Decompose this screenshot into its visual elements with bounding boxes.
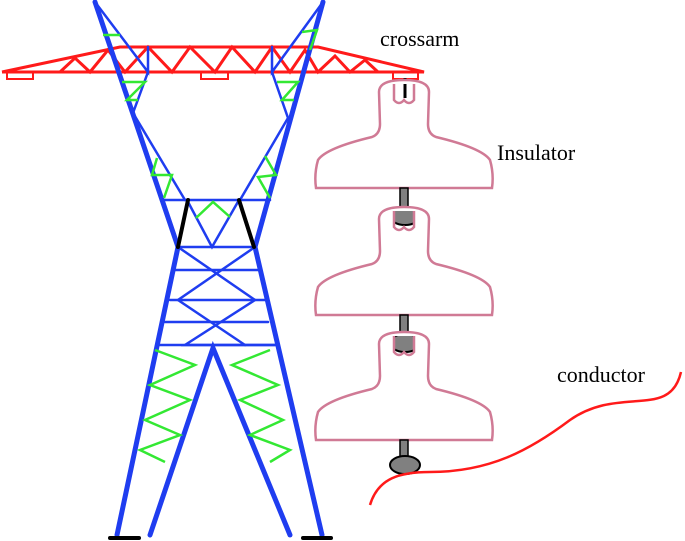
conductor-wire [368,371,683,506]
conductor-label: conductor [557,362,645,387]
crossarm-label: crossarm [380,26,460,51]
crossarm [1,44,425,80]
tower-bracing [103,28,319,464]
insulator-label: Insulator [497,140,576,165]
insulator-string [314,78,494,475]
